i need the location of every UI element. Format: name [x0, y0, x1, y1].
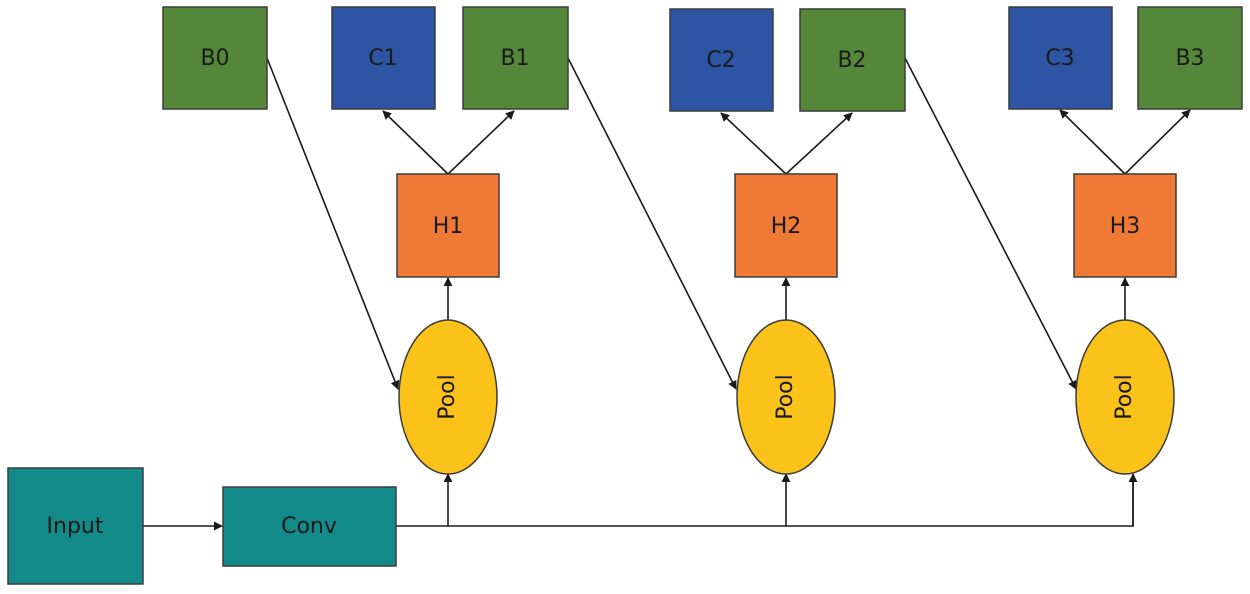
b2-box: [799, 8, 906, 112]
stage-1: C1 B1 H1 Pool: [331, 6, 569, 475]
b1-box: [462, 6, 569, 110]
b0-node: B0: [162, 6, 268, 110]
b0-box: [162, 6, 268, 110]
c3-label: C3: [1045, 46, 1074, 71]
h3-box: [1073, 173, 1177, 278]
edge-b0-pool1: [266, 57, 400, 390]
edge-h3-b3: [1124, 109, 1191, 175]
h1-box: [396, 173, 500, 278]
edge-b1-pool2: [567, 57, 737, 390]
b3-label: B3: [1175, 46, 1204, 71]
conv-node: Conv: [222, 486, 397, 567]
c1-label: C1: [368, 46, 397, 71]
edge-h2-b2: [785, 112, 853, 175]
c3-box: [1008, 6, 1113, 110]
pool-2-label: Pool: [773, 374, 798, 420]
h1-label: H1: [433, 214, 464, 239]
stage-3: C3 B3 H3 Pool: [1008, 6, 1243, 475]
stage-2: C2 B2 H2 Pool: [669, 8, 906, 475]
edge-conv-feature-line: [396, 474, 1134, 527]
h2-label: H2: [771, 214, 802, 239]
edge-h2-c2: [720, 112, 787, 175]
edge-h1-b1: [447, 110, 515, 175]
edge-h1-c1: [382, 110, 449, 175]
pool-3-ellipse: [1075, 319, 1175, 475]
c2-box: [669, 8, 774, 112]
conv-label: Conv: [281, 514, 337, 539]
edges: [143, 57, 1191, 531]
pool-1-ellipse: [398, 319, 498, 475]
h2-box: [734, 173, 838, 278]
pool-3-label: Pool: [1112, 374, 1137, 420]
pool-2-ellipse: [736, 319, 836, 475]
c1-box: [331, 6, 436, 110]
c2-label: C2: [706, 48, 735, 73]
b2-label: B2: [837, 48, 866, 73]
h3-label: H3: [1110, 214, 1141, 239]
input-node: Input: [7, 467, 144, 585]
b1-label: B1: [500, 46, 529, 71]
edge-h3-c3: [1059, 109, 1126, 175]
b3-box: [1137, 6, 1243, 110]
input-label: Input: [47, 514, 104, 539]
edge-b2-pool3: [904, 57, 1077, 390]
conv-box: [222, 486, 397, 567]
b0-label: B0: [200, 46, 229, 71]
input-box: [7, 467, 144, 585]
pool-1-label: Pool: [435, 374, 460, 420]
